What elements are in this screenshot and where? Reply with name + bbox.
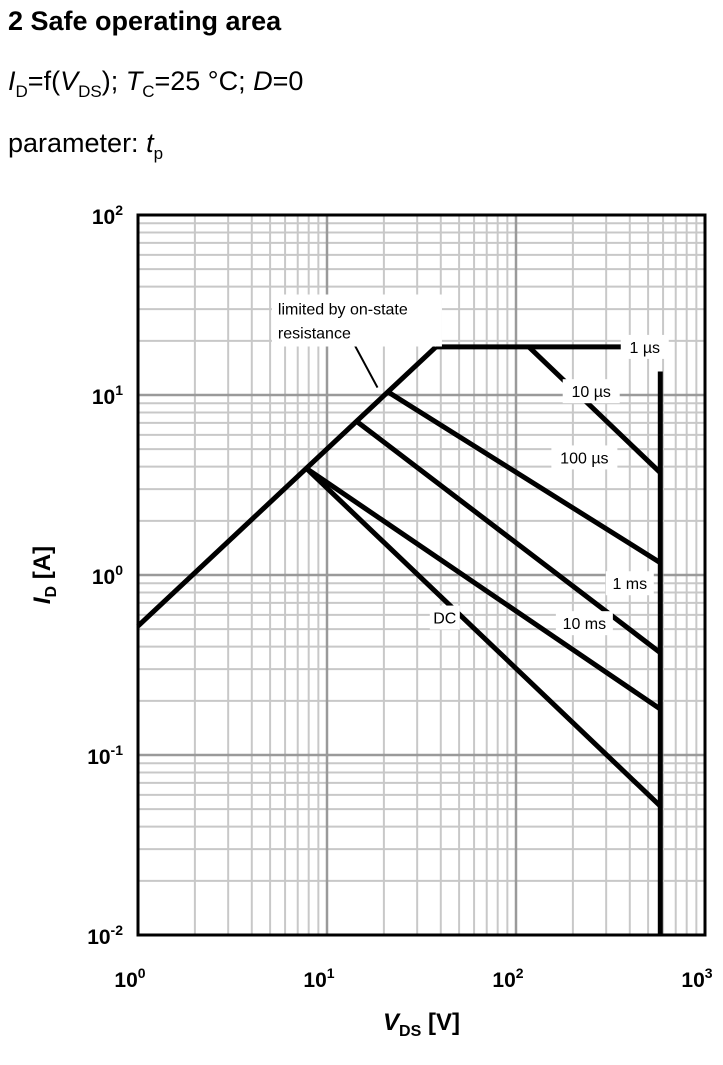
label-dc: DC — [433, 611, 456, 628]
function-close: ); — [101, 66, 119, 96]
y-tick-labels: 102 101 100 10-1 10-2 — [87, 202, 123, 949]
label-background — [562, 379, 620, 404]
duty-value: =0 — [272, 66, 304, 96]
parameter-label: parameter: — [8, 128, 139, 158]
y-tick-label: 101 — [92, 382, 123, 409]
annotation-line: limited by on-state — [278, 302, 408, 319]
label-1us: 1 µs — [629, 340, 660, 357]
x-tick-label: 100 — [114, 965, 145, 992]
curve-labels: limited by on-state resistance 1 µs 10 µs 10… — [271, 294, 669, 636]
series-line-10-us — [527, 345, 663, 475]
tc-symbol: T — [125, 66, 143, 96]
y-tick-label: 10-1 — [87, 742, 123, 769]
tc-value: =25 °C; — [154, 66, 246, 96]
duty-symbol: D — [253, 66, 273, 96]
tp-subscript: p — [153, 144, 164, 163]
label-10ms: 10 ms — [563, 616, 607, 633]
label-100us: 100 µs — [560, 450, 608, 467]
y-tick-label: 10-2 — [87, 922, 123, 949]
series-line-100-us — [386, 389, 662, 565]
plot-frame — [136, 213, 707, 937]
test-conditions: ID=f(VDS); TC=25 °C; D=0 — [8, 66, 303, 102]
series-line-DC — [304, 466, 663, 808]
x-tick-label: 102 — [492, 965, 523, 992]
label-1ms: 1 ms — [612, 576, 647, 593]
label-background — [620, 334, 669, 359]
label-background — [429, 605, 460, 630]
id-symbol: I — [8, 66, 16, 96]
vds-symbol: V — [60, 66, 79, 96]
page-title: 2 Safe operating area — [8, 6, 282, 36]
function-open: =f( — [27, 66, 61, 96]
label-background — [555, 611, 613, 636]
annotation-background — [271, 294, 442, 347]
x-tick-label: 101 — [303, 965, 334, 992]
limited-by-on-state-resistance: limited by on-state resistance — [278, 302, 408, 343]
parameter-line: parameter: tp — [8, 128, 163, 164]
series-line-10-ms — [305, 466, 662, 712]
x-tick-label: 103 — [681, 965, 712, 992]
annotation-line: resistance — [278, 326, 351, 343]
y-tick-label: 102 — [92, 202, 123, 229]
x-tick-labels: 100 101 102 103 — [114, 965, 712, 992]
tc-subscript: C — [142, 82, 155, 101]
label-10us: 10 µs — [571, 384, 610, 401]
rds-on-limit-line — [136, 345, 438, 628]
label-background — [605, 571, 654, 596]
x-axis-label: VDS [V] — [383, 1009, 460, 1040]
vds-subscript: DS — [78, 82, 102, 101]
tp-symbol: t — [146, 128, 154, 158]
y-axis-label: ID [A] — [29, 546, 60, 604]
id-subscript: D — [15, 82, 28, 101]
y-tick-label: 100 — [92, 562, 123, 589]
label-background — [551, 445, 618, 470]
